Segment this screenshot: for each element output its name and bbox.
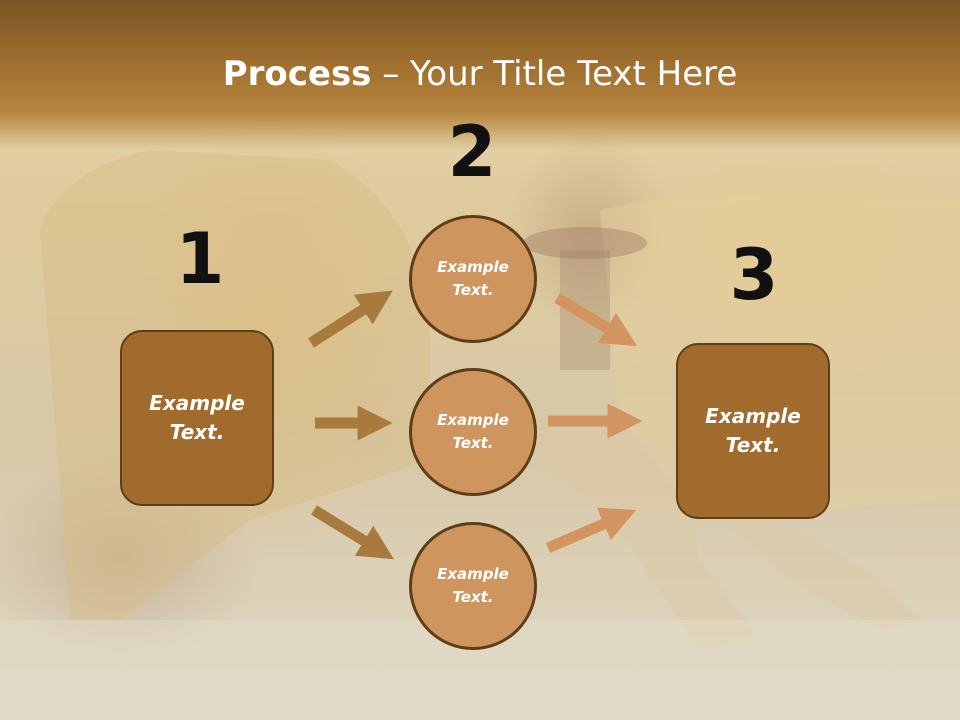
slide-title: Process – Your Title Text Here <box>0 54 960 94</box>
arrow-bottom-to-right <box>545 507 637 554</box>
right-box-text: Example Text. <box>705 404 801 457</box>
step-number-1: 1 <box>175 218 225 300</box>
left-box-text: Example Text. <box>149 391 245 444</box>
circle-bottom-text: Example Text. <box>437 565 509 606</box>
step-number-2: 2 <box>447 111 497 193</box>
title-band <box>0 0 960 150</box>
circle-top-text: Example Text. <box>437 258 509 299</box>
right-text-box[interactable]: Example Text. <box>676 343 830 519</box>
circle-step-top[interactable]: Example Text. <box>409 215 537 343</box>
step-number-3: 3 <box>729 234 779 316</box>
title-rest: – Your Title Text Here <box>371 54 738 94</box>
title-bold: Process <box>222 54 372 94</box>
arrow-top-to-right <box>554 293 638 347</box>
circle-step-middle[interactable]: Example Text. <box>409 368 537 496</box>
arrow-left-to-top <box>308 290 393 348</box>
circle-step-bottom[interactable]: Example Text. <box>409 522 537 650</box>
arrow-left-to-bottom <box>311 505 394 560</box>
circle-middle-text: Example Text. <box>437 411 509 452</box>
left-text-box[interactable]: Example Text. <box>120 330 274 506</box>
